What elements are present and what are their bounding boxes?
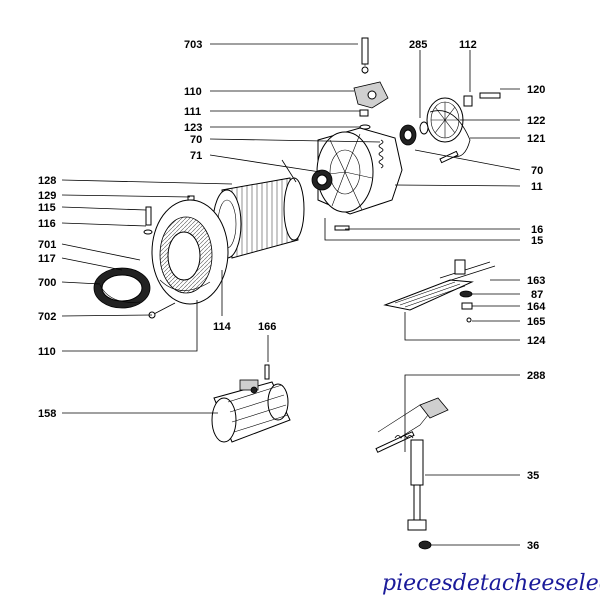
label-701: 701: [38, 239, 56, 251]
leader-lines: [61, 43, 521, 546]
part-drum: [212, 159, 305, 259]
label-158: 158: [38, 408, 56, 420]
part-124-heater: [383, 259, 496, 323]
label-36: 36: [527, 540, 539, 552]
part-288-bracket: [375, 397, 449, 453]
part-36-nut: [418, 540, 432, 550]
label-120: 120: [527, 84, 545, 96]
part-16-screw: [334, 225, 350, 231]
part-285-bearing: [399, 121, 429, 146]
label-703: 703: [184, 39, 202, 51]
label-110-bottom: 110: [38, 346, 56, 358]
part-121-belt: [429, 110, 471, 158]
part-tub-front: [151, 199, 229, 305]
label-288: 288: [527, 370, 545, 382]
part-129-clip: [187, 195, 195, 201]
label-165: 165: [527, 316, 545, 328]
label-123: 123: [184, 122, 202, 134]
part-115-screw: [145, 206, 152, 226]
label-128: 128: [38, 175, 56, 187]
part-labels: 703 285 112 120 110 111 123 70 71 122 12…: [38, 39, 546, 552]
label-285: 285: [409, 39, 427, 51]
part-71-seal: [311, 169, 333, 191]
part-70-spring: [378, 139, 384, 169]
label-121: 121: [527, 133, 545, 145]
label-11: 11: [531, 181, 543, 193]
label-70-top: 70: [190, 134, 202, 146]
label-111: 111: [184, 106, 201, 118]
label-700: 700: [38, 277, 56, 289]
label-702: 702: [38, 311, 56, 323]
label-117: 117: [38, 253, 56, 265]
label-71: 71: [190, 150, 202, 162]
part-11-tub-rear: [316, 127, 403, 215]
label-115: 115: [38, 202, 56, 214]
part-703-bolt: [361, 37, 369, 75]
part-35-shock-absorber: [407, 439, 427, 531]
label-35: 35: [527, 470, 539, 482]
watermark-text: piecesdetacheeselec.com: [382, 571, 600, 596]
part-120-bolt: [479, 92, 501, 99]
label-129: 129: [38, 190, 56, 202]
part-166-screw: [264, 364, 270, 380]
label-112: 112: [459, 39, 477, 51]
label-116: 116: [38, 218, 56, 230]
label-110-top: 110: [184, 86, 202, 98]
label-87: 87: [531, 289, 543, 301]
label-163: 163: [527, 275, 545, 287]
part-111-nut: [359, 109, 369, 117]
part-70-shaft-bolt: [439, 150, 459, 164]
part-116-washer: [143, 229, 153, 235]
part-700-door-seal: [93, 267, 151, 309]
label-16: 16: [531, 224, 543, 236]
label-122: 122: [527, 115, 545, 127]
part-158-motor: [211, 379, 291, 443]
label-15: 15: [531, 235, 543, 247]
part-110-bracket: [353, 81, 389, 109]
label-114: 114: [213, 321, 232, 333]
label-166: 166: [258, 321, 276, 333]
label-70-right: 70: [531, 165, 543, 177]
label-164: 164: [527, 301, 546, 313]
label-124: 124: [527, 335, 546, 347]
part-702-bolt: [148, 302, 176, 319]
part-112-nut: [463, 95, 473, 107]
